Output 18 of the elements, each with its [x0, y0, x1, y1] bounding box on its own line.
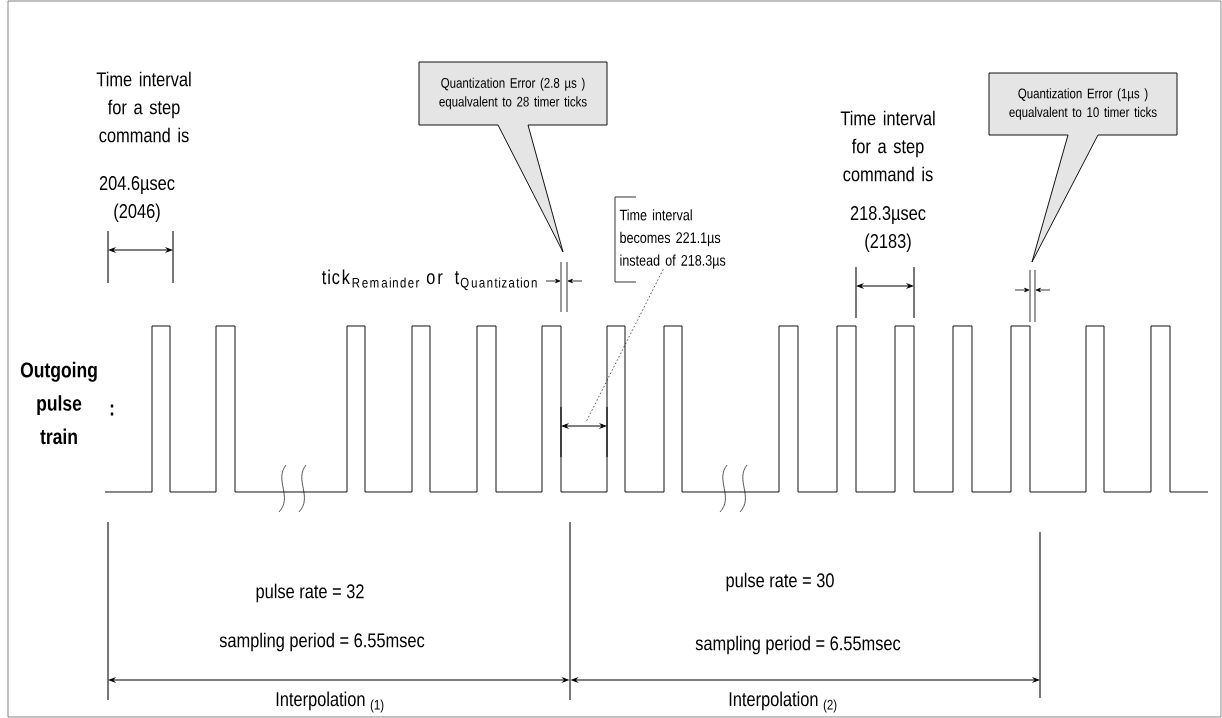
- dimension-line: [560, 406, 608, 458]
- callout-box: Quantization Error (1µs ) equalvalent to 10 timer ticks: [988, 72, 1178, 263]
- dimension-label: Interpolation $_{(1)}$: [276, 691, 384, 713]
- text-label: Time interval for a step command is: [96, 71, 191, 143]
- text-label: sampling period = 6.55msec: [695, 635, 901, 655]
- signal-name: Outgoing pulse train: [20, 361, 97, 445]
- value-label: 204.6µsec (2046): [99, 175, 175, 223]
- bracketed-note: Time interval becomes 221.1µs instead of 218.3µs: [614, 196, 726, 283]
- leader-line: [585, 269, 664, 422]
- text-label: :: [110, 404, 114, 416]
- value-label: 218.3µsec (2183): [850, 205, 926, 253]
- callout-box: Quantization Error (2.8 µs ) equalvalent to 28 timer ticks: [418, 61, 608, 253]
- text-label: Time interval for a step command is: [840, 110, 935, 182]
- text-label: $\mathrm{tick}_{\mathrm{Remainder}}\;\mathrm{or}\;\;\mathrm{t}_{\mathrm{Quantization}}$: [321, 269, 537, 291]
- dimension-label: Interpolation $_{(2)}$: [729, 691, 837, 713]
- text-label: pulse rate = 30: [726, 572, 834, 592]
- text-label: sampling period = 6.55msec: [219, 632, 425, 652]
- text-label: pulse rate = 32: [256, 583, 364, 603]
